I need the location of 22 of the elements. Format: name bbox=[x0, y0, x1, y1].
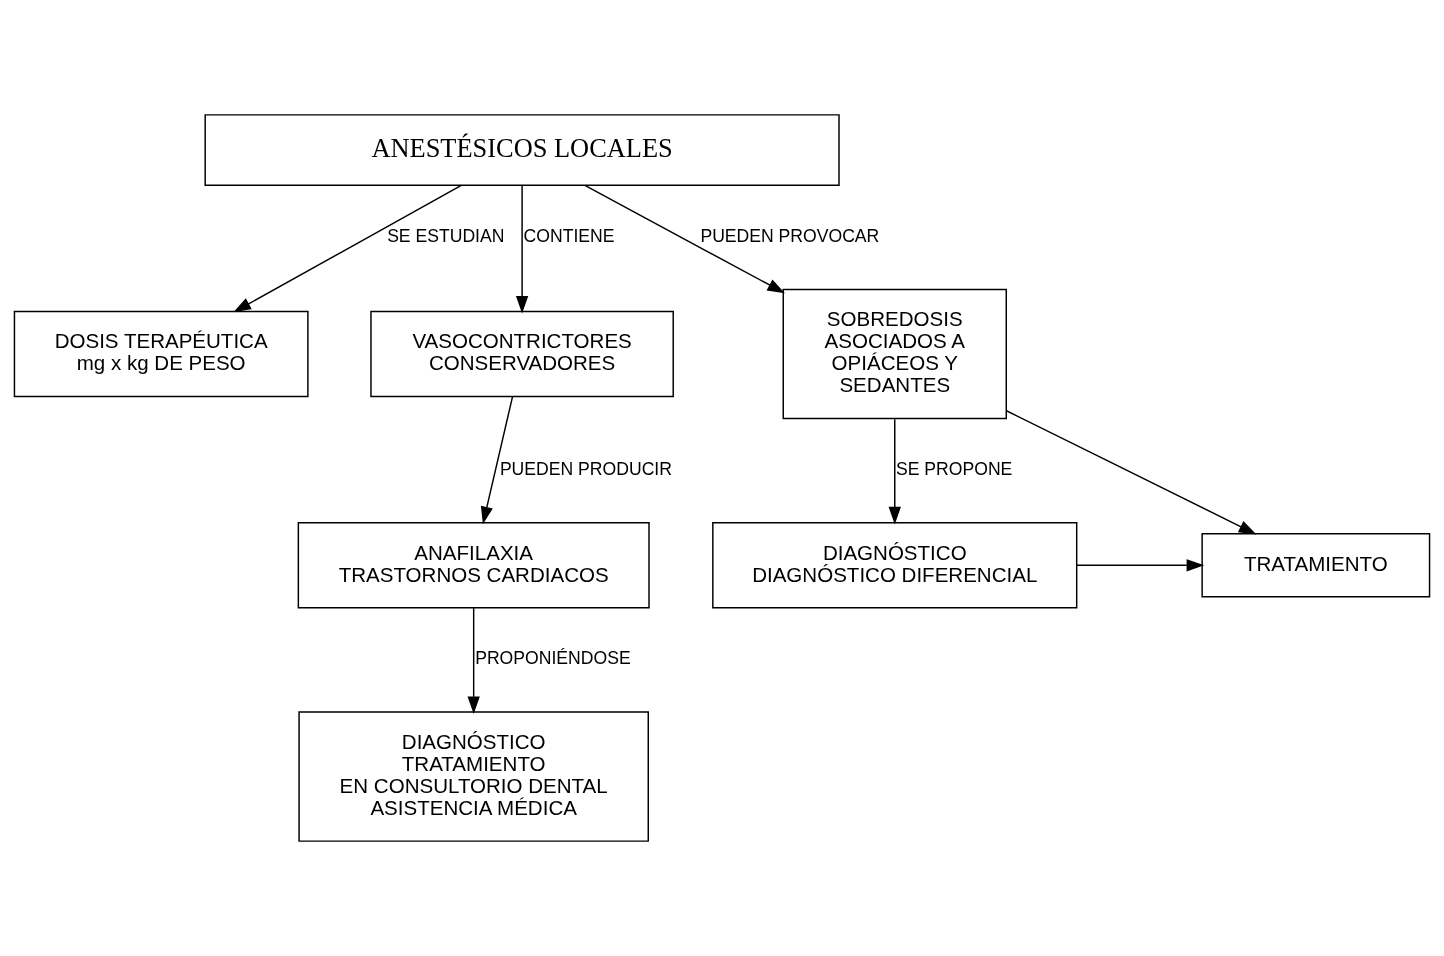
arrow bbox=[233, 184, 462, 313]
arrow bbox=[1076, 559, 1205, 572]
arrow bbox=[480, 395, 514, 525]
arrow bbox=[467, 607, 480, 715]
arrow bbox=[888, 418, 901, 525]
node-box: TRATAMIENTO bbox=[1201, 533, 1431, 598]
node-box: VASOCONTRICTORES CONSERVADORES bbox=[370, 310, 674, 398]
edge-label: PUEDEN PRODUCIR bbox=[499, 459, 672, 480]
edge-label: PROPONIÉNDOSE bbox=[475, 648, 631, 669]
edge-label: PUEDEN PROVOCAR bbox=[700, 225, 880, 246]
arrow bbox=[515, 184, 529, 314]
node-box: ANAFILAXIA TRASTORNOS CARDIACOS bbox=[297, 522, 650, 609]
arrow bbox=[584, 184, 785, 294]
edge-label: CONTIENE bbox=[523, 225, 615, 246]
node-box: DIAGNÓSTICO DIAGNÓSTICO DIFERENCIAL bbox=[712, 522, 1078, 609]
node-box: DIAGNÓSTICO TRATAMIENTO EN CONSULTORIO DENTAL ASISTENCIA MÉDICA bbox=[298, 711, 649, 842]
node-box: ANESTÉSICOS LOCALES bbox=[204, 114, 840, 187]
edge-label: SE ESTUDIAN bbox=[387, 225, 505, 246]
edge-label: SE PROPONE bbox=[896, 459, 1013, 480]
node-box: SOBREDOSIS ASOCIADOS A OPIÁCEOS Y SEDANTES bbox=[782, 288, 1007, 420]
node-box: DOSIS TERAPÉUTICA mg x kg DE PESO bbox=[13, 310, 309, 398]
arrow bbox=[1005, 410, 1257, 535]
